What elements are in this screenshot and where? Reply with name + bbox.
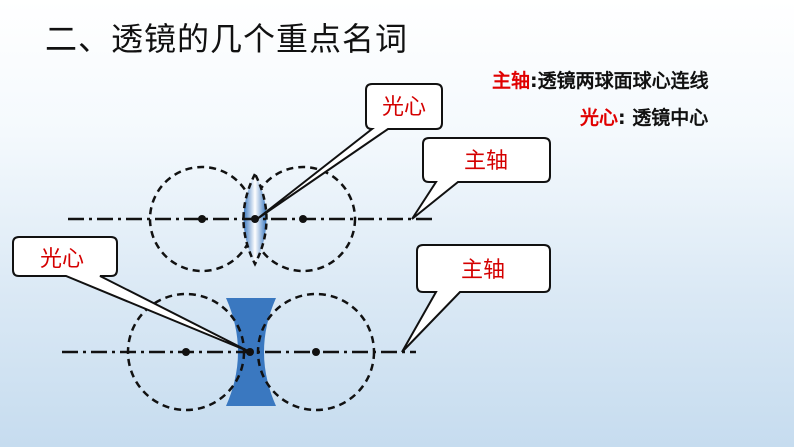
convex-optical-center-dot <box>251 215 259 223</box>
callout-convex-principal-axis: 主轴 <box>411 137 551 220</box>
callout-label: 主轴 <box>461 258 505 283</box>
callout-label: 光心 <box>40 247 84 272</box>
convex-left-center-dot <box>198 215 206 223</box>
concave-lens-group <box>62 292 416 412</box>
callout-label: 光心 <box>382 95 426 120</box>
definition-optical-center: 光心: 透镜中心 <box>580 103 708 130</box>
definition-term: 光心 <box>580 107 619 129</box>
callout-label: 主轴 <box>464 149 508 174</box>
concave-left-center-dot <box>182 348 190 356</box>
definition-term: 主轴 <box>492 70 531 92</box>
definition-colon: : <box>530 70 538 92</box>
page-title: 二、透镜的几个重点名词 <box>45 20 409 58</box>
callout-concave-optical-center: 光心 <box>12 236 251 353</box>
callout-concave-principal-axis: 主轴 <box>401 244 551 353</box>
definition-description: 透镜中心 <box>625 107 709 129</box>
definition-colon: : <box>618 107 626 129</box>
convex-right-sphere <box>249 165 357 273</box>
callout-convex-optical-center: 光心 <box>256 83 443 220</box>
convex-lens-group <box>68 165 432 273</box>
concave-right-center-dot <box>312 348 320 356</box>
definition-principal-axis: 主轴:透镜两球面球心连线 <box>492 66 709 93</box>
definition-description: 透镜两球面球心连线 <box>537 70 709 92</box>
convex-right-center-dot <box>299 215 307 223</box>
